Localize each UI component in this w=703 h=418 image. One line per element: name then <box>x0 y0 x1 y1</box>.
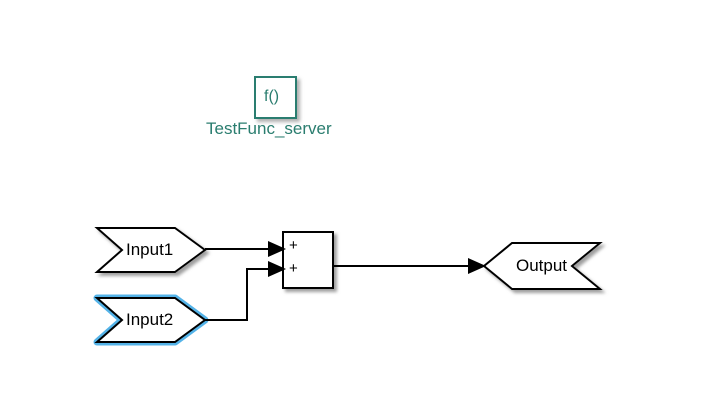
block-inport-2[interactable] <box>93 294 209 346</box>
inport-2-label: Input2 <box>126 310 174 329</box>
signal-input2-to-sum[interactable] <box>205 261 286 321</box>
block-sum[interactable] <box>282 231 334 289</box>
inport-2-body[interactable] <box>94 297 207 343</box>
signal-output-arrowhead <box>468 258 486 274</box>
function-caller-glyph: f() <box>264 88 280 105</box>
inport-1-label: Input1 <box>126 240 174 259</box>
function-caller-body[interactable] <box>254 76 297 119</box>
signal-input2-arrowhead <box>268 261 286 277</box>
sum-block-body[interactable] <box>282 231 334 289</box>
block-function-caller[interactable] <box>254 76 297 119</box>
sum-block-port-sign-1: + <box>289 237 298 254</box>
signal-input1-arrowhead <box>268 241 286 257</box>
signal-sum-to-output[interactable] <box>333 258 486 274</box>
block-inport-1[interactable] <box>94 227 207 273</box>
function-caller-caption: TestFunc_server <box>206 119 332 138</box>
signal-input1-to-sum[interactable] <box>205 241 286 257</box>
inport-1-body[interactable] <box>94 227 207 273</box>
signal-input2-segment <box>205 268 276 321</box>
outport-1-label: Output <box>516 256 568 275</box>
sum-block-port-sign-2: + <box>289 260 298 277</box>
